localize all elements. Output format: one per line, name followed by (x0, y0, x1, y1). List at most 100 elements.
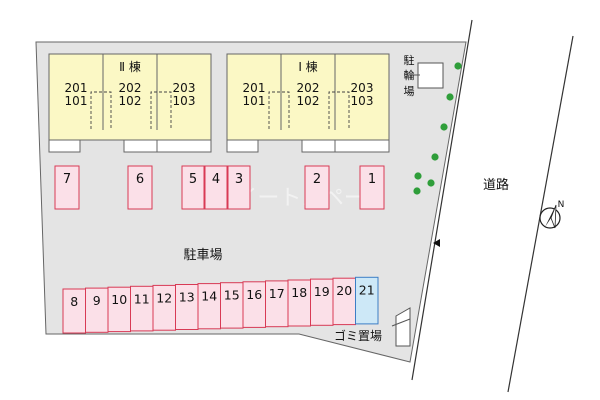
parking-space-box (127, 165, 153, 210)
parking-space: 15 (220, 282, 244, 329)
parking-space-number: 11 (134, 291, 150, 306)
unit-lower-label: 102 (297, 94, 320, 108)
balcony (156, 139, 212, 153)
parking-space-box (355, 276, 379, 325)
entrance-arrow-icon (433, 239, 440, 247)
road-edge-left (411, 19, 473, 381)
garbage-label: ゴミ置場 (334, 328, 382, 343)
parking-space-number: 5 (189, 172, 197, 187)
parking-space: 14 (197, 283, 221, 330)
building-name: Ⅱ 棟 (119, 59, 141, 74)
parking-space-number: 8 (70, 294, 78, 309)
parking-space: 17 (265, 280, 289, 328)
road-label: 道路 (483, 177, 509, 193)
garbage-enclosure-divider (391, 318, 411, 327)
parking-space: 3 (227, 165, 251, 210)
parking-space-number: 3 (235, 172, 243, 187)
tree-icon (431, 153, 439, 161)
tree-icon (454, 62, 462, 70)
parking-space-number: 9 (93, 293, 101, 308)
unit-upper-label: 203 (351, 81, 374, 95)
parking-space-number: 17 (269, 286, 285, 301)
parking-space-number: 19 (314, 284, 330, 299)
parking-space: 19 (310, 278, 334, 326)
parking-space-box (181, 165, 205, 210)
north-label: N (558, 200, 565, 210)
garbage-area (391, 307, 411, 347)
parking-space: 18 (287, 279, 311, 327)
parking-space-box (54, 165, 80, 210)
parking-space-number: 10 (111, 292, 127, 307)
unit-upper-label: 201 (65, 81, 88, 95)
parking-space-number: 21 (359, 282, 375, 297)
unit-upper-label: 202 (119, 81, 142, 95)
parking-space: 10 (107, 286, 131, 333)
parking-lot-label: 駐車場 (183, 248, 222, 263)
unit-lower-label: 102 (119, 94, 142, 108)
parking-space: 1 (359, 165, 385, 210)
building-body (226, 53, 390, 141)
bicycle-parking-shed (417, 62, 444, 89)
bicycle-parking-label-3: 場 (404, 85, 415, 98)
tree-icon (427, 179, 435, 187)
parking-space: 6 (127, 165, 153, 210)
tree-icon (413, 187, 421, 195)
parking-space: 5 (181, 165, 205, 210)
parking-space-number: 18 (291, 285, 307, 300)
tree-icon (446, 93, 454, 101)
parking-space-number: 2 (313, 172, 321, 187)
unit-upper-label: 203 (173, 81, 196, 95)
parking-space-number: 15 (224, 288, 240, 303)
parking-space-number: 14 (201, 289, 217, 304)
bicycle-parking-label-2: 輪 (404, 68, 415, 82)
balcony (301, 139, 336, 153)
parking-space-number: 7 (63, 172, 71, 187)
parking-space: 13 (175, 284, 199, 330)
parking-space: 4 (204, 165, 228, 210)
parking-space-number: 20 (336, 283, 352, 298)
trees-layer (413, 62, 462, 195)
parking-space: 2 (304, 165, 330, 210)
parking-space: 11 (130, 285, 154, 332)
garbage-enclosure (395, 307, 411, 347)
building-name: Ⅰ 棟 (298, 59, 317, 74)
balcony (123, 139, 158, 153)
stairway (90, 91, 112, 129)
unit-upper-label: 202 (297, 81, 320, 95)
parking-space-box (227, 165, 251, 210)
unit-lower-label: 103 (351, 94, 374, 108)
stairway (328, 91, 350, 129)
parking-space: 21 (355, 276, 379, 325)
parking-space: 9 (85, 287, 109, 333)
balcony (334, 139, 390, 153)
parking-space: 8 (62, 288, 86, 334)
bicycle-parking-label-1: 駐 (404, 53, 415, 67)
parking-space-number: 1 (368, 172, 376, 187)
balcony (226, 139, 259, 153)
unit-lower-label: 103 (173, 94, 196, 108)
parking-space-number: 4 (212, 172, 220, 187)
parking-space-box (359, 165, 385, 210)
north-arrow-icon (539, 204, 561, 229)
parking-space-number: 12 (156, 290, 172, 305)
parking-space-number: 13 (179, 290, 195, 305)
parking-space: 20 (332, 277, 356, 326)
tree-icon (414, 172, 422, 180)
stairway (150, 91, 172, 129)
parking-space-number: 6 (136, 172, 144, 187)
parking-space: 16 (242, 281, 266, 328)
parking-space: 7 (54, 165, 80, 210)
unit-upper-label: 201 (243, 81, 266, 95)
tree-icon (440, 123, 448, 131)
parking-space-box (204, 165, 228, 210)
parking-space: 12 (152, 284, 176, 331)
building-body (48, 53, 212, 141)
balcony (48, 139, 81, 153)
parking-space-box (304, 165, 330, 210)
unit-lower-label: 101 (65, 94, 88, 108)
